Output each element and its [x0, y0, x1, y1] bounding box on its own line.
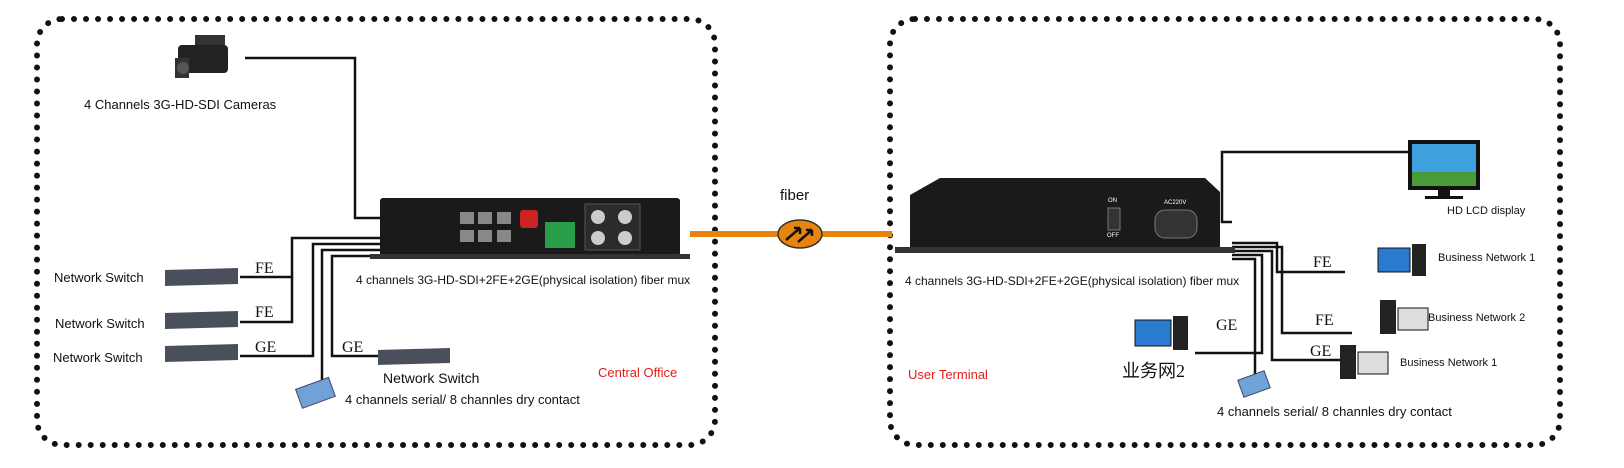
serial-label-user: 4 channels serial/ 8 channles dry contac…	[1217, 404, 1452, 419]
switch-label-3: Network Switch	[53, 350, 143, 365]
mux-user-label: 4 channels 3G-HD-SDI+2FE+2GE(physical is…	[905, 274, 1240, 288]
business-label-1: Business Network 1	[1438, 252, 1536, 264]
link-ge-1: GE	[255, 339, 277, 356]
link-ge-r2: GE	[1216, 317, 1238, 334]
display-link	[1220, 150, 1408, 224]
lcd-display-icon	[1408, 140, 1480, 199]
switch-label-2: Network Switch	[55, 316, 145, 331]
camera-link	[245, 56, 380, 220]
mux-user-icon	[895, 178, 1235, 253]
link-fe-r1: FE	[1313, 254, 1332, 271]
link-fe-r2: FE	[1315, 312, 1334, 329]
link-ge-r1: GE	[1310, 343, 1332, 360]
switch-label-1: Network Switch	[54, 270, 144, 285]
display-label: HD LCD display	[1447, 205, 1526, 217]
fe-link-1	[240, 236, 380, 279]
central-office-title: Central Office	[598, 365, 678, 380]
switch-icons	[165, 268, 450, 365]
pc-icons	[1134, 244, 1429, 379]
fe-link-r1	[1232, 241, 1345, 274]
fiber-label: fiber	[780, 187, 810, 204]
serial-link	[320, 248, 380, 385]
ge-link-r1	[1232, 249, 1340, 362]
pc2-label: 业务网2	[1122, 361, 1185, 381]
fe-link-r2	[1232, 245, 1352, 335]
serial-link-r	[1232, 257, 1257, 375]
link-ge-2: GE	[342, 339, 364, 356]
ge-link-1	[240, 242, 380, 358]
mux-central-icon	[370, 198, 690, 259]
ge-link-r2	[1195, 253, 1264, 355]
switch-label-4: Network Switch	[383, 370, 480, 386]
power-off-label: OFF	[1107, 233, 1119, 239]
user-terminal-title: User Terminal	[908, 367, 988, 382]
fe-link-2	[240, 277, 294, 324]
serial-label-central: 4 channels serial/ 8 channles dry contac…	[345, 392, 580, 407]
ge-link-2	[330, 254, 380, 358]
serial-device-icon-right	[1237, 370, 1271, 398]
mux-central-label: 4 channels 3G-HD-SDI+2FE+2GE(physical is…	[356, 273, 691, 287]
camera-icon	[175, 35, 228, 78]
cameras-label: 4 Channels 3G-HD-SDI Cameras	[84, 97, 277, 112]
business-label-3: Business Network 1	[1400, 357, 1498, 369]
ac-label: AC220V	[1164, 200, 1187, 206]
serial-device-icon	[294, 376, 336, 409]
link-fe-1: FE	[255, 260, 274, 277]
fiber-icon	[777, 219, 823, 249]
power-on-label: ON	[1108, 198, 1117, 204]
link-fe-2: FE	[255, 304, 274, 321]
business-label-2: Business Network 2	[1428, 312, 1526, 324]
